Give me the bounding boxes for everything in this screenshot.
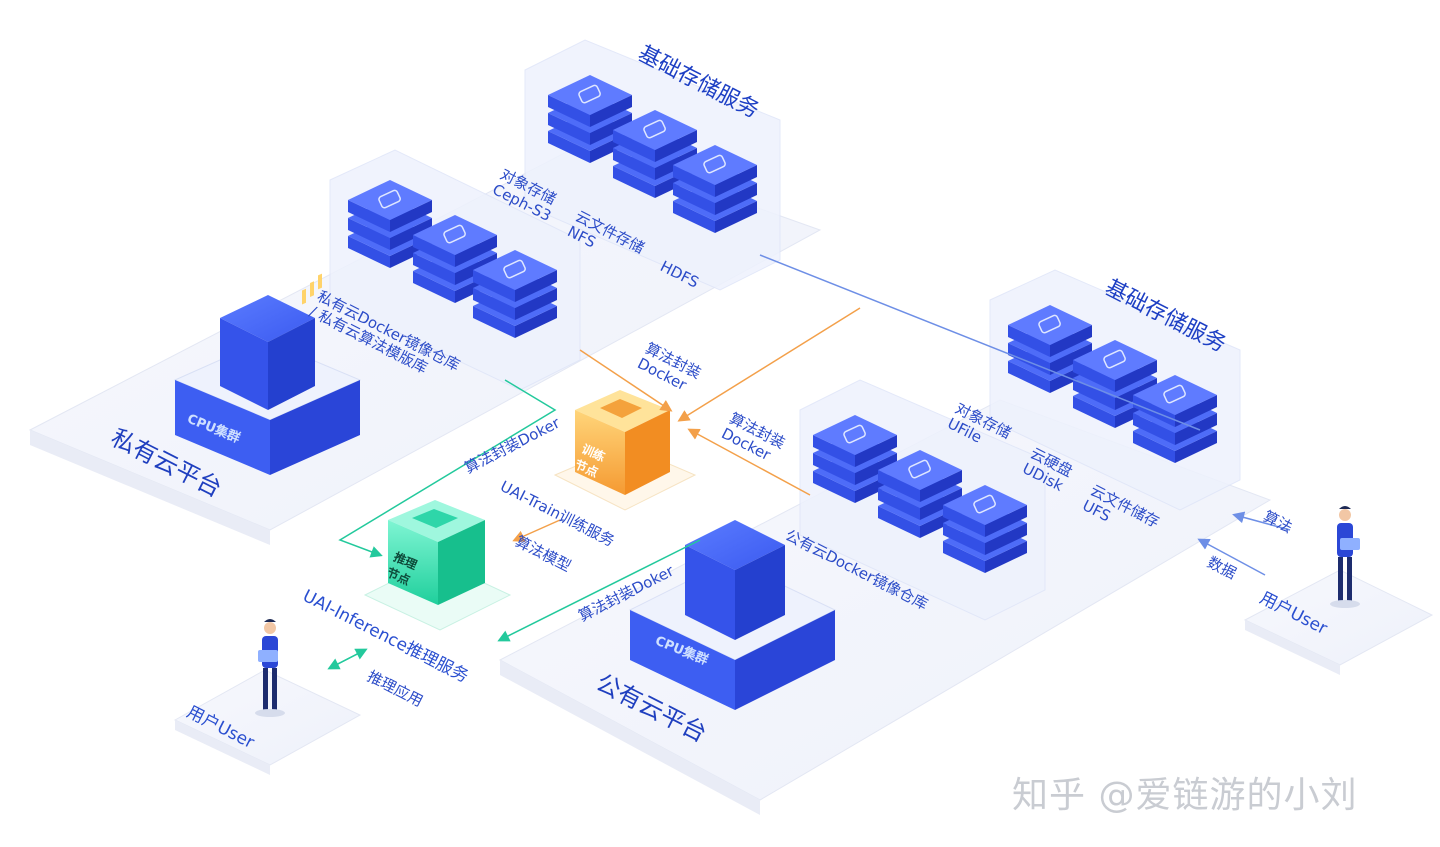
person-icon	[1330, 506, 1360, 608]
watermark: 知乎 @爱链游的小刘	[1012, 775, 1358, 816]
server-rack-icon	[1133, 375, 1217, 463]
server-rack-icon	[813, 415, 897, 503]
server-rack-icon	[943, 485, 1027, 573]
person-icon	[255, 619, 285, 717]
private-cpu-cluster	[173, 273, 362, 475]
flow-lines	[327, 254, 1291, 670]
public-cpu-cluster	[628, 520, 837, 710]
train-node	[553, 390, 697, 511]
server-rack-icon	[473, 250, 557, 338]
user-left-platform	[173, 669, 362, 775]
infer-node	[363, 500, 512, 631]
server-rack-icon	[548, 75, 632, 163]
server-rack-icon	[673, 145, 757, 233]
user-right-platform	[1243, 569, 1434, 675]
server-rack-icon	[878, 450, 962, 538]
server-rack-icon	[348, 180, 432, 268]
server-rack-icon	[1008, 305, 1092, 393]
